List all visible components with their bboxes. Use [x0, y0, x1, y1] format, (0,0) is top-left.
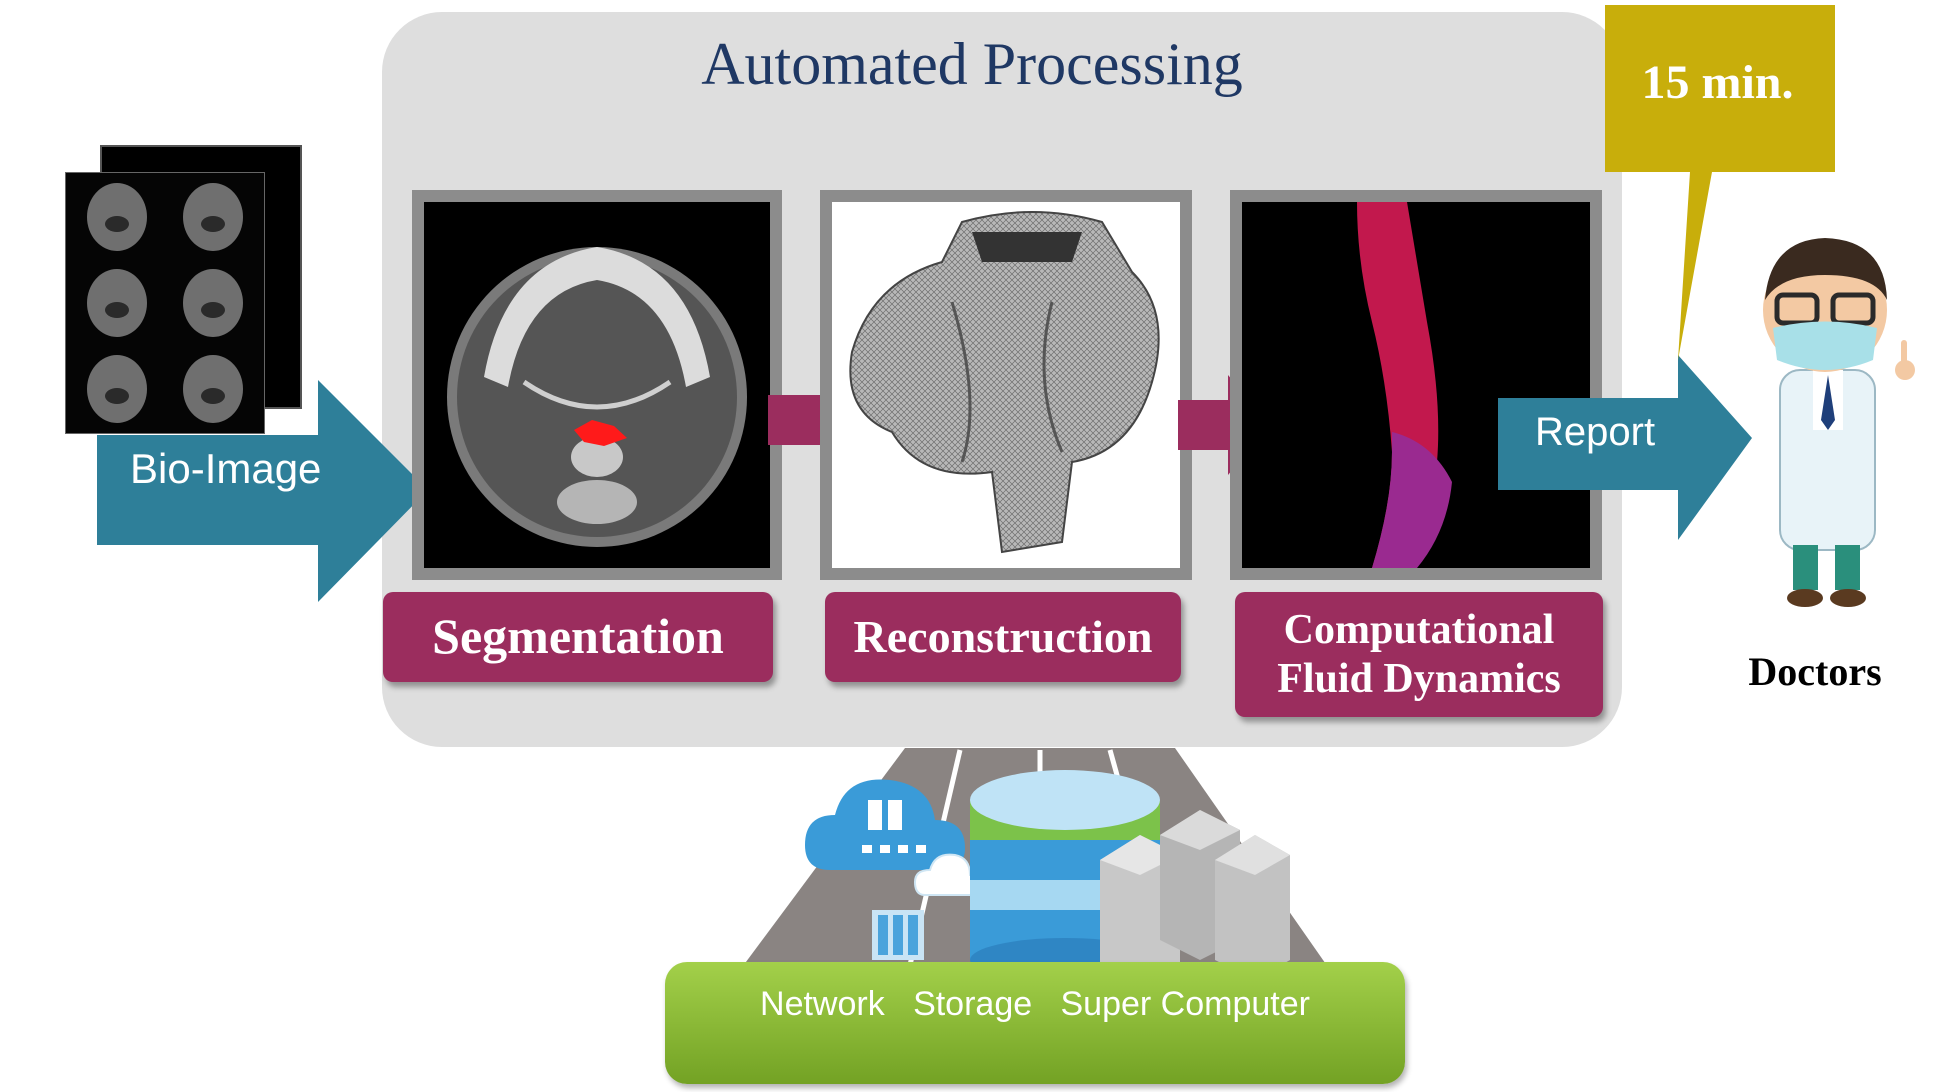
airway-flow-icon	[1357, 202, 1452, 568]
stage-label-cfd-line1: Computational	[1283, 607, 1555, 654]
reconstruction-image	[820, 190, 1192, 580]
infrastructure-labels: Network Storage Super Computer	[665, 985, 1405, 1024]
infrastructure-bar	[665, 962, 1405, 1084]
cfd-image	[1230, 190, 1602, 580]
doctors-label: Doctors	[1748, 649, 1882, 694]
infra-label-network: Network	[760, 985, 885, 1023]
infra-label-storage: Storage	[913, 985, 1033, 1023]
cloud-icon	[805, 779, 965, 870]
stage-label-reconstruction: Reconstruction	[825, 592, 1181, 682]
callout-text: 15 min.	[1641, 56, 1794, 109]
stage-label-cfd-line2: Fluid Dynamics	[1277, 655, 1561, 702]
infra-label-supercomputer: Super Computer	[1060, 985, 1310, 1023]
ct-slice-stack	[65, 172, 265, 434]
panel-title: Automated Processing	[701, 31, 1243, 97]
supercomputer-icon	[1100, 810, 1290, 985]
mesh-model-icon	[849, 211, 1160, 554]
bio-image-label: Bio-Image	[130, 445, 322, 492]
stage-label-segmentation: Segmentation	[383, 592, 773, 682]
report-label: Report	[1535, 410, 1656, 454]
server-rack-icon	[872, 910, 924, 960]
segmentation-image	[412, 190, 782, 580]
doctor-icon	[1763, 238, 1915, 607]
ct-slice-icon	[447, 247, 747, 547]
stage-label-cfd: Computational Fluid Dynamics	[1235, 592, 1603, 717]
